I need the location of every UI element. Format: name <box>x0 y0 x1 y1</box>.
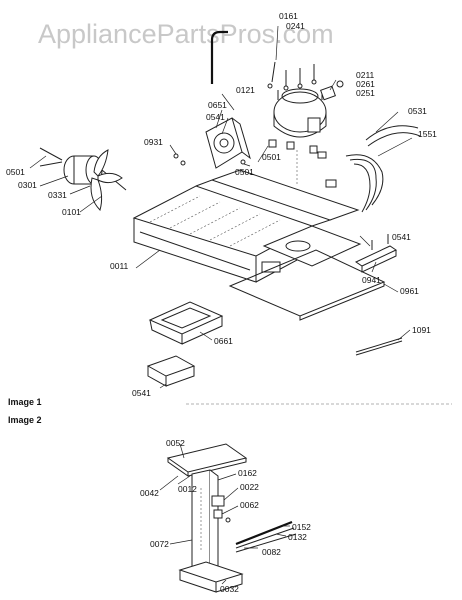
callout-0072: 0072 <box>150 539 169 549</box>
drain-tube <box>355 337 403 353</box>
image-2-assembly: 0052 0042 0012 0162 0022 0062 0152 0132 … <box>140 438 311 594</box>
callout-0152: 0152 <box>292 522 311 532</box>
callout-1551: 1551 <box>418 129 437 139</box>
screw <box>240 159 246 165</box>
callout-0331: 0331 <box>48 190 67 200</box>
compressor <box>273 88 327 138</box>
fan-shroud <box>205 117 251 169</box>
image-1-assembly: 0161 0241 0121 0211 0261 0251 0651 0541 … <box>6 11 437 398</box>
callout-0161: 0161 <box>279 11 298 21</box>
callout-0022: 0022 <box>240 482 259 492</box>
grommets <box>268 139 318 185</box>
screw <box>180 160 186 166</box>
fan-blade <box>90 149 123 211</box>
relay-overload <box>320 80 344 101</box>
drain-tube <box>355 340 403 356</box>
cover-plate <box>299 282 385 321</box>
callout-0062: 0062 <box>240 500 259 510</box>
callout-0261: 0261 <box>356 79 375 89</box>
fan-motor <box>39 147 127 191</box>
base-pan <box>132 169 360 283</box>
callout-0541-bottom: 0541 <box>132 388 151 398</box>
callout-0241: 0241 <box>286 21 305 31</box>
callout-0501-b: 0501 <box>235 167 254 177</box>
callout-0012: 0012 <box>178 484 197 494</box>
callout-0501-c: 0501 <box>6 167 25 177</box>
top-plate <box>166 443 248 473</box>
tube-part <box>210 30 228 84</box>
callout-0541-top: 0541 <box>206 112 225 122</box>
mounting-bolts <box>267 61 317 91</box>
bracket-bottom <box>146 355 196 387</box>
callout-0162: 0162 <box>238 468 257 478</box>
callout-0101: 0101 <box>62 207 81 217</box>
callout-0301: 0301 <box>18 180 37 190</box>
callout-0032: 0032 <box>220 584 239 594</box>
leader-lines-2 <box>159 443 290 585</box>
drain-pan <box>148 301 224 345</box>
callout-0651: 0651 <box>208 100 227 110</box>
bracket-right <box>354 234 398 273</box>
callout-0501-a: 0501 <box>262 152 281 162</box>
callout-0931: 0931 <box>144 137 163 147</box>
callout-0661: 0661 <box>214 336 233 346</box>
callout-0042: 0042 <box>140 488 159 498</box>
callout-0121: 0121 <box>236 85 255 95</box>
callout-1091: 1091 <box>412 325 431 335</box>
power-cord-harness <box>317 125 421 213</box>
bracket-clip <box>211 495 231 523</box>
callout-0132: 0132 <box>288 532 307 542</box>
leader-lines <box>29 25 413 389</box>
screw <box>173 153 179 159</box>
callout-0211: 0211 <box>356 70 375 80</box>
condenser-tray <box>261 225 362 273</box>
image-1-label: Image 1 <box>8 397 42 407</box>
callout-0531: 0531 <box>408 106 427 116</box>
callout-0541-right: 0541 <box>392 232 411 242</box>
base-block <box>178 561 244 593</box>
image-2-label: Image 2 <box>8 415 42 425</box>
callout-0251: 0251 <box>356 88 375 98</box>
callout-0941: 0941 <box>362 275 381 285</box>
support-column <box>191 469 219 573</box>
watermark: AppliancePartsPros.com <box>38 19 334 49</box>
callout-0961: 0961 <box>400 286 419 296</box>
callout-0052: 0052 <box>166 438 185 448</box>
callout-0011: 0011 <box>110 261 129 271</box>
callout-0082: 0082 <box>262 547 281 557</box>
